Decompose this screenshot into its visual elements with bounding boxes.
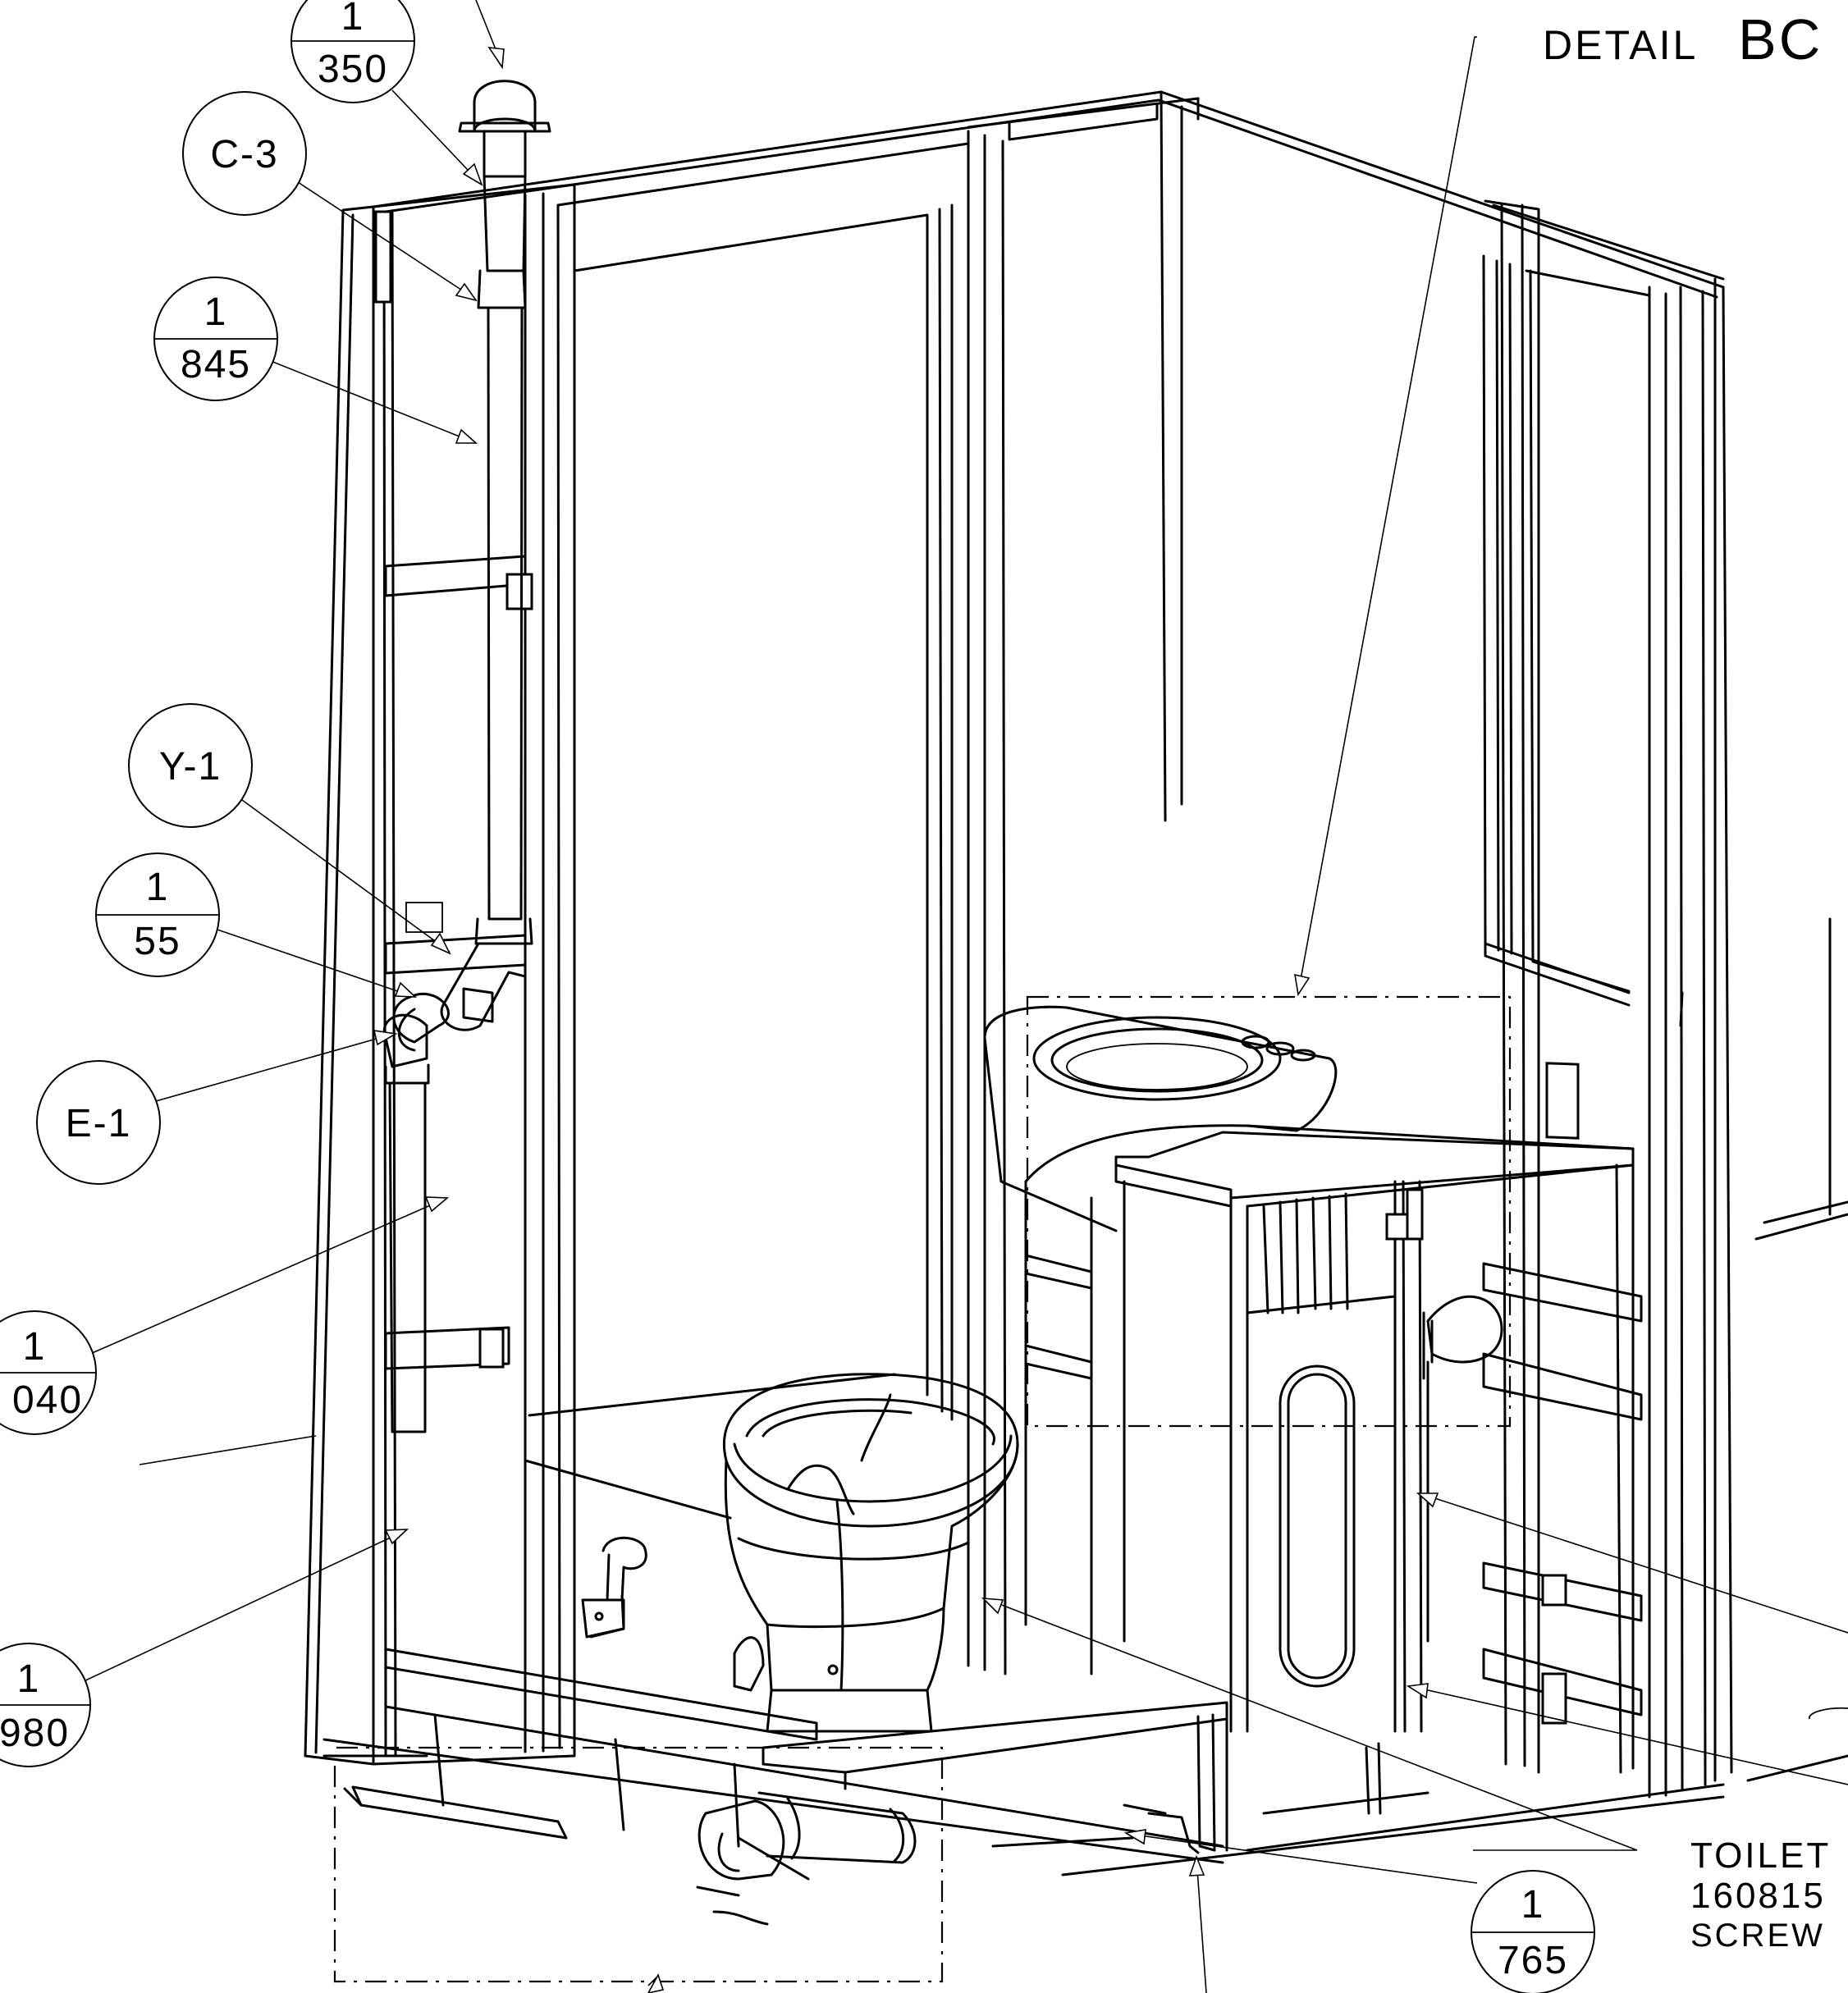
callout-bottom-text: 765: [1498, 1939, 1568, 1982]
note-line: SCREW: [1690, 1918, 1825, 1954]
callout-top-text: 1: [204, 290, 228, 334]
callout-top-text: 1: [23, 1325, 47, 1369]
note-line: 160815: [1690, 1876, 1826, 1916]
callout-top-text: 1: [1521, 1883, 1545, 1927]
callout-label-text: E-1: [66, 1102, 132, 1145]
callout-1-845: 1 845: [153, 277, 278, 401]
callout-1-765: 1 765: [1471, 1870, 1595, 1993]
callout-bottom-text: 040: [12, 1378, 83, 1422]
callout-1-980: 1 980: [0, 1643, 91, 1767]
callout-top-text: 1: [341, 0, 365, 39]
left-frame: [304, 183, 576, 1766]
detail-bc-boundary: [1026, 995, 1512, 1428]
callout-label-text: Y-1: [159, 745, 222, 789]
back-wall: [524, 130, 1007, 1675]
callout-bottom-text: 55: [134, 920, 181, 963]
detail-title-prefix: DETAIL: [1543, 22, 1698, 68]
callout-e-1: E-1: [36, 1060, 161, 1185]
detail-title-id: BC: [1738, 7, 1823, 71]
callout-c-3: C-3: [182, 91, 307, 216]
callout-y-1: Y-1: [128, 703, 253, 828]
detail-lower-boundary: [333, 1746, 944, 1983]
detail-title: DETAIL BC: [1543, 7, 1823, 71]
toilet: [722, 1373, 1019, 1733]
callout-top-text: 1: [17, 1657, 41, 1701]
callout-bottom-text: 845: [181, 343, 251, 386]
callout-1-040: 1 040: [0, 1310, 97, 1435]
callout-label-text: C-3: [210, 133, 278, 176]
floor-base: [322, 1648, 1725, 1926]
callout-top-text: 1: [146, 866, 170, 909]
right-wall: [1482, 199, 1725, 1799]
note-text: TOILET 160815 SCREW: [1690, 1835, 1831, 1954]
callout-bottom-text: 980: [0, 1712, 70, 1755]
sink-vanity: [983, 1005, 1635, 1774]
callout-1-55: 1 55: [95, 853, 220, 977]
callout-bottom-text: 350: [318, 48, 388, 91]
leader-lines: [81, 0, 1848, 1993]
wall-fitting: [581, 1536, 647, 1639]
far-right-edge: [1722, 286, 1848, 1782]
callout-1-350: 1 350: [290, 0, 415, 103]
note-line: TOILET: [1690, 1835, 1831, 1876]
top-rails: [372, 90, 1725, 822]
